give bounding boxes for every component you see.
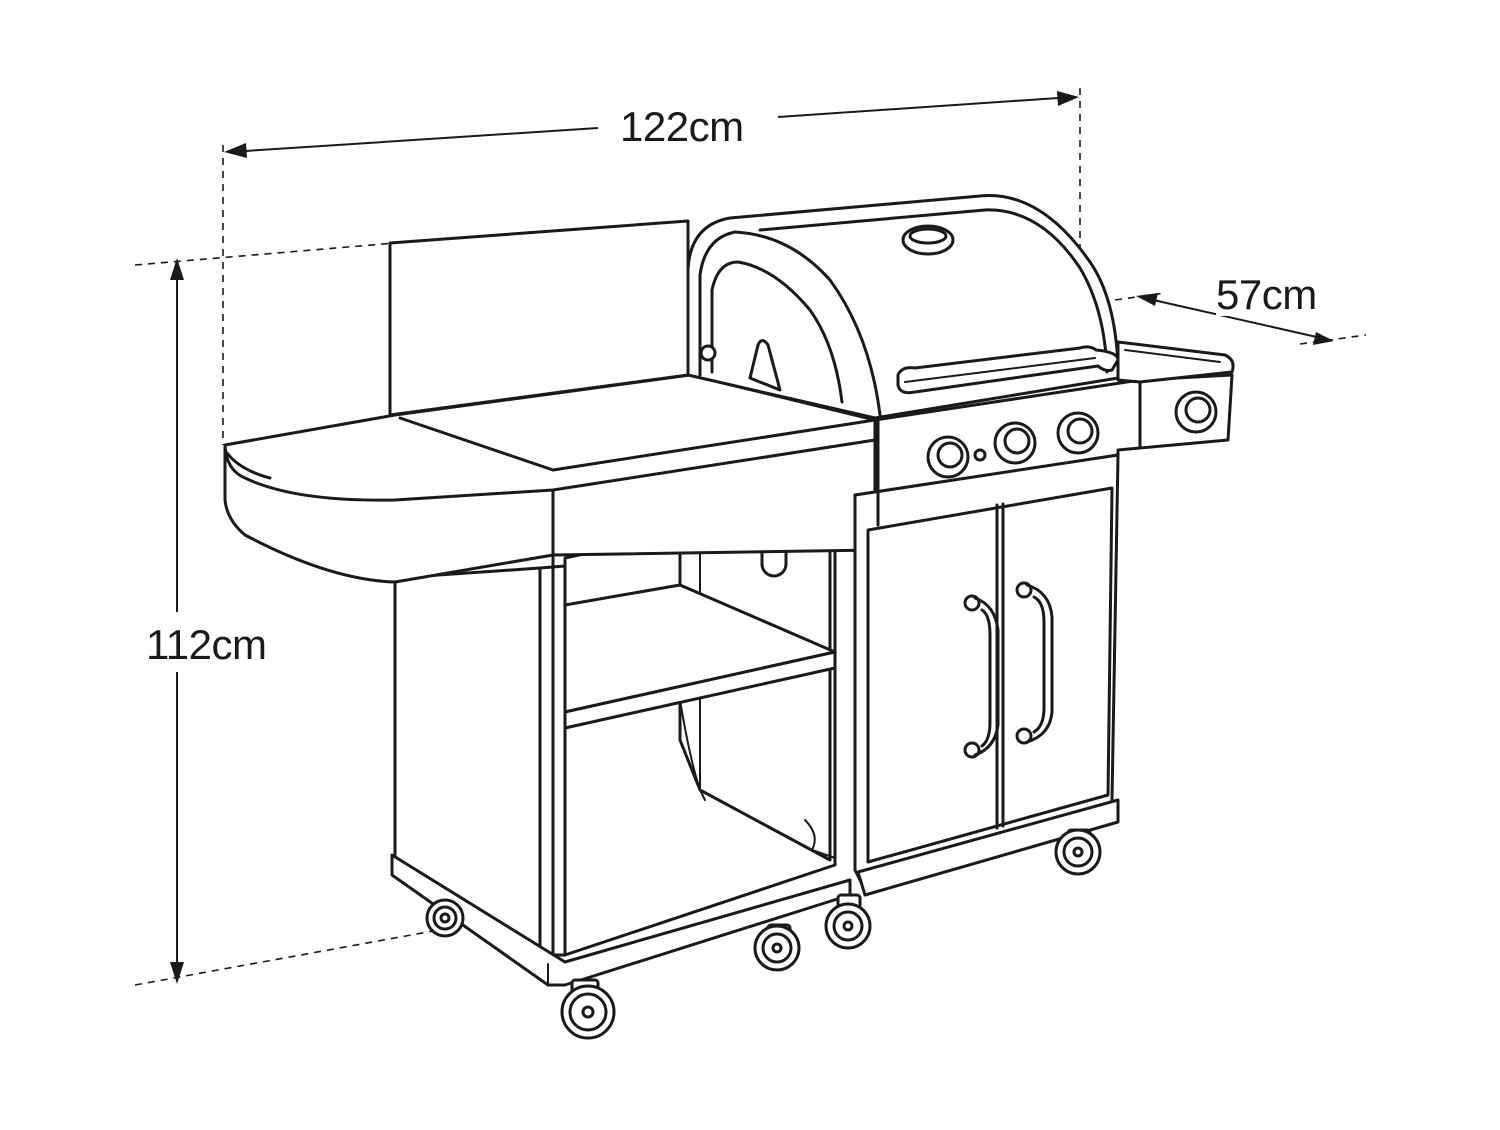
width-dimension-label: 122cm xyxy=(620,103,744,150)
right-cabinet xyxy=(853,418,1120,897)
left-cabinet xyxy=(390,498,852,987)
depth-dimension-arrow xyxy=(1136,293,1334,345)
width-dimension-arrow xyxy=(224,91,1079,158)
grill-lid xyxy=(686,194,1120,420)
burner-knob-2 xyxy=(993,421,1037,465)
left-door-handle xyxy=(963,594,1000,759)
wheel-front-left xyxy=(560,978,616,1040)
control-panel xyxy=(873,340,1235,497)
side-burner-knob xyxy=(1174,390,1218,434)
wheel-front-right xyxy=(1054,828,1102,876)
height-dimension-label: 112cm xyxy=(146,621,267,668)
depth-dimension-label: 57cm xyxy=(1216,271,1317,318)
wheel-back-left xyxy=(425,898,465,938)
wheel-mid xyxy=(753,923,801,972)
right-door-handle xyxy=(1015,581,1054,745)
height-dimension-arrow xyxy=(170,258,184,984)
igniter-button xyxy=(973,448,987,462)
dimension-guides xyxy=(134,88,1367,986)
wheel-front-center xyxy=(824,893,872,950)
burner-knob-1 xyxy=(926,435,970,479)
burner-knob-3 xyxy=(1056,411,1100,455)
wheels xyxy=(425,828,1102,1040)
left-worktop xyxy=(223,219,877,584)
